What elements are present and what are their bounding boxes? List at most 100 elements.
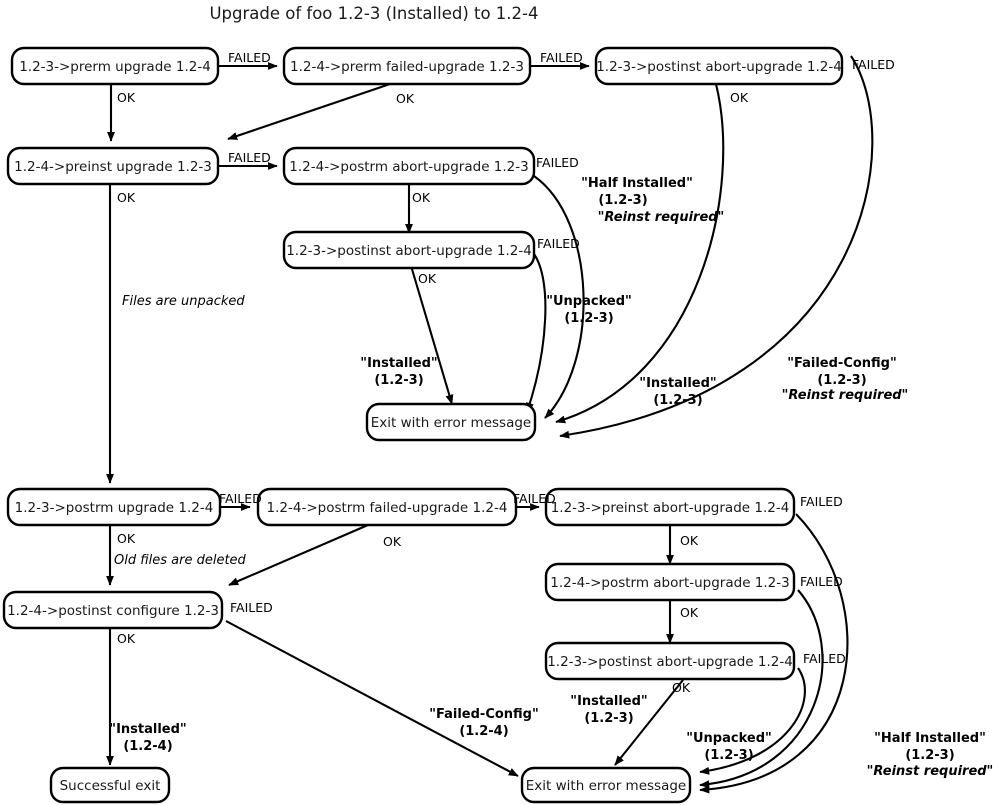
edge-postinstmid-exit-failed [526,253,547,413]
edge-label-ok: OK [412,190,431,205]
state-line-1: "Half Installed" [581,176,693,191]
node-box [544,641,796,681]
node-box [49,766,171,804]
node-label: 1.2-4->postrm abort-upgrade 1.2-3 [289,159,528,175]
node-box [282,230,536,270]
node-box [365,402,537,442]
edge-label-ok: OK [117,531,136,546]
node-box [544,487,796,527]
state-label-half-installed-top: "Half Installed" (1.2-3) "Reinst require… [581,176,724,225]
state-label-failed-config-bottom: "Failed-Config" (1.2-4) [429,707,539,739]
edge-label-ok: OK [680,533,699,548]
node-postrm-abort-upgrade-mid[interactable]: 1.2-4->postrm abort-upgrade 1.2-3 [282,146,536,186]
edge-postinstmid-exit-ok [407,258,454,405]
state-line-3: "Reinst required" [598,210,725,225]
edge-postinstabortbot-exit-failed [699,667,806,775]
edge-label-ok: OK [117,90,136,105]
node-postrm-failed-upgrade[interactable]: 1.2-4->postrm failed-upgrade 1.2-4 [256,487,518,527]
state-line-1: "Failed-Config" [787,356,897,371]
edge-label-ok: OK [383,534,402,549]
node-successful-exit[interactable]: Successful exit [49,766,171,804]
edge-label-failed: FAILED [536,155,579,170]
state-line-2: (1.2-3) [905,748,954,763]
state-line-1: "Installed" [109,722,186,737]
node-exit-error-top[interactable]: Exit with error message [365,402,537,442]
page-title: Upgrade of foo 1.2-3 (Installed) to 1.2-… [209,4,538,23]
node-box [6,487,222,527]
node-label: 1.2-4->preinst upgrade 1.2-3 [14,159,212,175]
node-box [594,46,844,86]
node-preinst-abort-upgrade[interactable]: 1.2-3->preinst abort-upgrade 1.2-4 [544,487,796,527]
node-preinst-upgrade[interactable]: 1.2-4->preinst upgrade 1.2-3 [6,146,220,186]
note-old-files-deleted: Old files are deleted [114,553,247,568]
node-label: 1.2-3->preinst abort-upgrade 1.2-4 [551,500,790,516]
edge-label-ok: OK [396,91,415,106]
edge-label-ok: OK [730,90,749,105]
state-line-2: (1.2-3) [598,193,647,208]
node-box [520,766,692,804]
state-line-1: "Installed" [570,694,647,709]
edge-label-failed: FAILED [800,494,843,509]
node-label: 1.2-3->postrm upgrade 1.2-4 [15,500,214,516]
node-exit-error-bottom[interactable]: Exit with error message [520,766,692,804]
state-line-2: (1.2-4) [459,724,508,739]
edge-label-failed: FAILED [540,50,583,65]
edge-label-failed: FAILED [800,574,843,589]
node-label: 1.2-4->postrm failed-upgrade 1.2-4 [267,500,508,516]
node-postinst-abort-upgrade-top[interactable]: 1.2-3->postinst abort-upgrade 1.2-4 [594,46,844,86]
edge-preinstabort-exit-failed [699,513,849,794]
state-line-1: "Installed" [360,356,437,371]
node-label: 1.2-3->postinst abort-upgrade 1.2-4 [596,59,842,75]
node-label: 1.2-3->postinst abort-upgrade 1.2-4 [286,243,532,259]
state-line-1: "Unpacked" [546,294,632,309]
edge-label-failed: FAILED [513,491,556,506]
edge-prermfail-preinst-ok [227,83,391,140]
edge-postrmmid-exit-failed [533,175,585,419]
node-prerm-upgrade[interactable]: 1.2-3->prerm upgrade 1.2-4 [10,46,220,86]
node-postinst-abort-upgrade-bottom[interactable]: 1.2-3->postinst abort-upgrade 1.2-4 [544,641,796,681]
node-box [282,46,532,86]
node-label: Exit with error message [371,415,531,431]
node-prerm-failed-upgrade[interactable]: 1.2-4->prerm failed-upgrade 1.2-3 [282,46,532,86]
edge-label-failed: FAILED [219,491,262,506]
node-postinst-abort-upgrade-mid[interactable]: 1.2-3->postinst abort-upgrade 1.2-4 [282,230,536,270]
node-box [256,487,518,527]
node-postinst-configure[interactable]: 1.2-4->postinst configure 1.2-3 [2,590,224,630]
state-line-3: "Reinst required" [867,764,994,779]
node-postrm-upgrade[interactable]: 1.2-3->postrm upgrade 1.2-4 [6,487,222,527]
state-line-3: "Reinst required" [782,388,909,403]
state-line-1: "Half Installed" [874,731,986,746]
edge-label-ok: OK [680,605,699,620]
edge-label-failed: FAILED [852,57,895,72]
state-line-2: (1.2-3) [584,711,633,726]
state-label-installed-bottom-mid: "Installed" (1.2-3) [570,694,647,726]
state-label-failed-config-top: "Failed-Config" (1.2-3) "Reinst required… [782,356,909,403]
state-line-2: (1.2-3) [564,311,613,326]
edge-label-ok: OK [117,631,136,646]
edge-postinstconf-exit-failed [225,620,519,777]
edge-label-failed: FAILED [230,600,273,615]
state-line-2: (1.2-4) [123,739,172,754]
state-label-installed-top-left: "Installed" (1.2-3) [360,356,437,388]
state-line-1: "Installed" [639,376,716,391]
state-label-unpacked-top: "Unpacked" (1.2-3) [546,294,632,326]
state-line-2: (1.2-3) [653,393,702,408]
edge-label-failed: FAILED [228,150,271,165]
node-postrm-abort-upgrade-bottom[interactable]: 1.2-4->postrm abort-upgrade 1.2-3 [544,562,796,602]
edge-postrmabortbot-exit-failed [699,589,824,789]
node-label: 1.2-3->prerm upgrade 1.2-4 [19,59,211,75]
node-label: Successful exit [60,778,161,794]
node-box [6,146,220,186]
node-box [10,46,220,86]
state-label-installed-bottom-left: "Installed" (1.2-4) [109,722,186,754]
node-label: 1.2-4->postrm abort-upgrade 1.2-3 [550,575,789,591]
edge-postinsttop-exit-failed [559,55,874,439]
node-box [544,562,796,602]
state-line-2: (1.2-3) [374,373,423,388]
edge-postinstabort-exit-ok [614,679,684,766]
state-label-installed-top-right: "Installed" (1.2-3) [639,376,716,408]
node-label: 1.2-4->postinst configure 1.2-3 [7,603,219,619]
state-label-unpacked-bottom: "Unpacked" (1.2-3) [686,731,772,763]
